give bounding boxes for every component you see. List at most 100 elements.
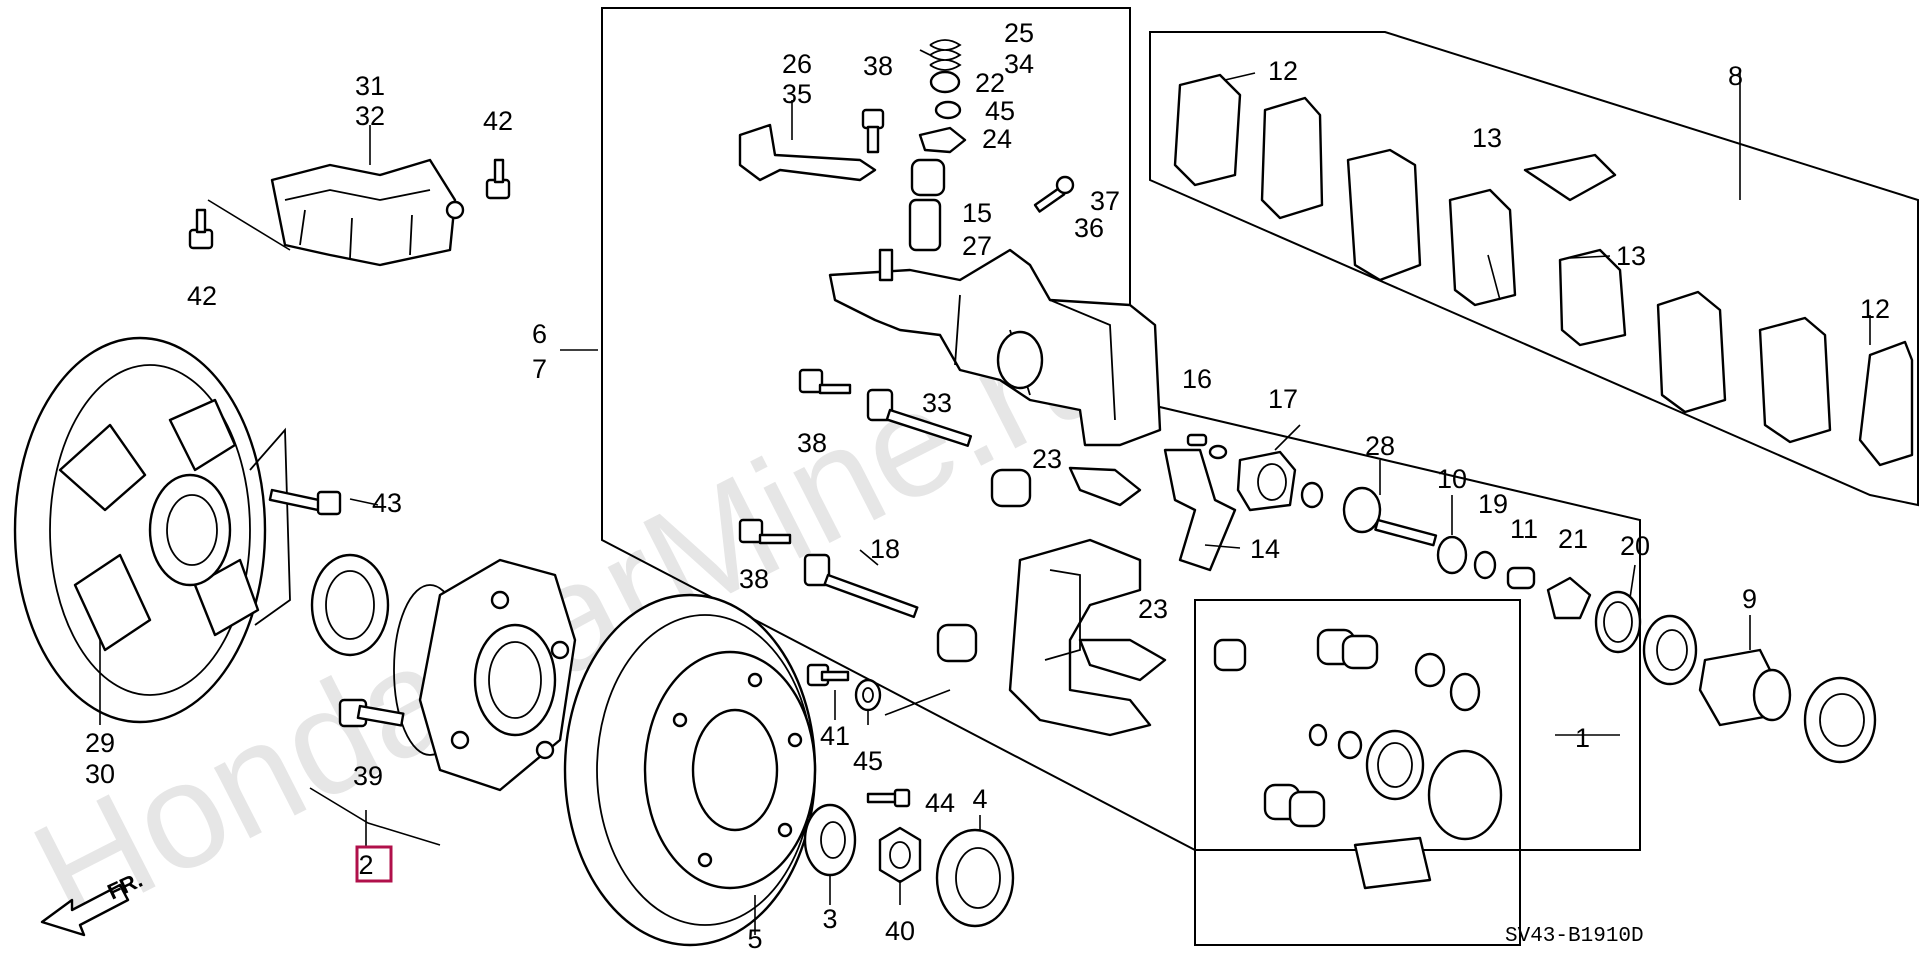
callout-23b: 23 (1138, 594, 1168, 624)
callout-7: 7 (532, 354, 547, 384)
bolt-42-lower (188, 208, 214, 250)
boot-ring (1803, 676, 1877, 764)
callout-42b: 42 (187, 281, 217, 311)
callout-31: 31 (355, 71, 385, 101)
adjuster-rod-28 (1300, 481, 1438, 547)
callout-39: 39 (353, 761, 383, 791)
seal-ring (1642, 614, 1698, 686)
callout-19: 19 (1478, 489, 1508, 519)
callout-12b: 12 (1860, 294, 1890, 324)
hub-unit (393, 558, 577, 792)
bracket-26 (738, 123, 877, 182)
caliper-bracket (1008, 538, 1152, 737)
seal-kit-contents (1213, 628, 1503, 890)
callout-30: 30 (85, 759, 115, 789)
callout-45a: 45 (985, 96, 1015, 126)
callout-13b: 13 (1616, 241, 1646, 271)
spring-25 (919, 39, 962, 71)
spring-16 (1186, 433, 1228, 460)
callout-11: 11 (1510, 514, 1538, 544)
callout-16: 16 (1182, 364, 1212, 394)
washer-45-upper (934, 100, 962, 120)
pin-boot-lower (936, 623, 978, 663)
callout-38a: 38 (863, 51, 893, 81)
splash-guard (13, 336, 291, 724)
caliper-assembly-frame (601, 7, 1641, 851)
callout-13a: 13 (1472, 123, 1502, 153)
callout-32: 32 (355, 101, 385, 131)
callout-25: 25 (1004, 18, 1034, 48)
front-direction-arrow (40, 883, 130, 937)
callout-4: 4 (972, 784, 987, 814)
callout-35: 35 (782, 79, 812, 109)
pad-set-frame (1149, 31, 1919, 507)
bolt-43 (268, 488, 342, 516)
callout-10: 10 (1437, 464, 1467, 494)
callout-37: 37 (1090, 186, 1120, 216)
callout-12a: 12 (1268, 56, 1298, 86)
piston-17 (1236, 450, 1297, 512)
lever-24 (918, 126, 967, 154)
callout-3: 3 (822, 904, 837, 934)
part-2-highlight (355, 845, 393, 883)
pad-clip-23-upper (1068, 466, 1142, 507)
callout-44: 44 (925, 788, 955, 818)
circlip-20 (1594, 590, 1642, 654)
callout-18: 18 (870, 534, 900, 564)
callout-41: 41 (820, 721, 850, 751)
diagram-code: SV43-B1910D (1505, 925, 1644, 948)
retainer-14 (1163, 448, 1237, 572)
callout-14: 14 (1250, 534, 1280, 564)
heat-shield (270, 158, 465, 267)
bleeder-screw (1033, 175, 1075, 213)
bolt-38-mid (798, 368, 852, 395)
hub-bearing-seal (310, 553, 390, 657)
callout-1: 1 (1575, 723, 1590, 753)
washer-3 (803, 803, 857, 877)
callout-28: 28 (1365, 431, 1395, 461)
callout-22: 22 (975, 68, 1005, 98)
callout-23a: 23 (1032, 444, 1062, 474)
grease-packet (1523, 153, 1617, 202)
callout-9: 9 (1742, 584, 1757, 614)
callout-42a: 42 (483, 106, 513, 136)
nut-22 (929, 70, 961, 94)
callout-2: 2 (358, 850, 373, 880)
callout-38b: 38 (797, 428, 827, 458)
part-10 (1436, 535, 1468, 575)
pin-18 (803, 553, 919, 619)
callout-6: 6 (532, 319, 547, 349)
pin-boot-upper (990, 468, 1032, 508)
brake-pads (1173, 73, 1914, 467)
callout-34: 34 (1004, 49, 1034, 79)
callout-36: 36 (1074, 213, 1104, 243)
part-21 (1546, 576, 1592, 620)
callout-21: 21 (1558, 524, 1588, 554)
boot-15 (908, 158, 946, 252)
callout-26: 26 (782, 49, 812, 79)
callout-17: 17 (1268, 384, 1298, 414)
screw-44 (866, 788, 911, 808)
piston-9 (1698, 648, 1792, 727)
seal-kit-frame (1194, 599, 1521, 946)
washer-45-lower (854, 678, 882, 712)
callout-38c: 38 (739, 564, 769, 594)
pin-33 (866, 388, 973, 447)
callout-8: 8 (1728, 61, 1743, 91)
callout-20: 20 (1620, 531, 1650, 561)
bolt-42-upper (485, 158, 511, 200)
callout-27: 27 (962, 231, 992, 261)
callout-29: 29 (85, 728, 115, 758)
hub-cap-4 (935, 828, 1015, 928)
bolt-38-lower (738, 518, 792, 545)
callout-24: 24 (982, 124, 1012, 154)
caliper-body (828, 248, 1162, 447)
spring-11 (1506, 566, 1536, 590)
pad-clip-23-lower (1078, 638, 1167, 682)
callout-40: 40 (885, 916, 915, 946)
callout-43: 43 (372, 488, 402, 518)
callout-45b: 45 (853, 746, 883, 776)
bolt-38-top (861, 108, 885, 154)
callout-33: 33 (922, 388, 952, 418)
